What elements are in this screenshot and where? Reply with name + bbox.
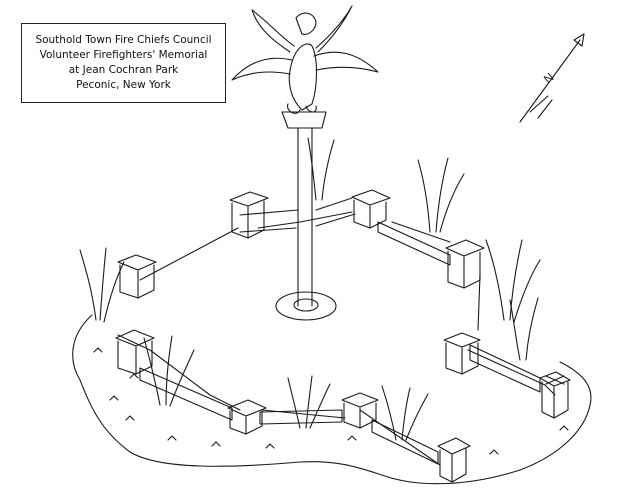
wall-southwest — [139, 367, 233, 421]
shrub-marks — [93, 347, 569, 455]
flagpole — [297, 127, 313, 307]
grass-clump — [509, 297, 539, 361]
grass-clump — [485, 239, 541, 323]
eagle-pedestal — [281, 111, 327, 129]
wall-northeast — [377, 221, 451, 266]
north-arrow-icon — [519, 33, 585, 123]
caption-line-2: Volunteer Firefighters' Memorial — [39, 49, 208, 61]
caption-line-3: at Jean Cochran Park — [68, 64, 179, 76]
grass-clump — [79, 247, 125, 323]
eagle-sculpture — [231, 5, 379, 114]
plaque-pedestal-w — [117, 254, 157, 299]
grass-clump — [287, 375, 331, 429]
grass-clump — [417, 157, 465, 233]
grass-clump — [307, 137, 335, 201]
caption-line-1: Southold Town Fire Chiefs Council — [35, 34, 212, 46]
planting-bed-outline — [72, 314, 592, 485]
grass-clump — [381, 385, 429, 441]
north-arrow-label: N — [541, 70, 557, 86]
plaque-pedestal-n — [351, 189, 391, 229]
plaque-pedestal-ne — [445, 239, 485, 289]
plaque-pedestal-sw — [115, 329, 155, 375]
wall-south — [259, 409, 343, 425]
caption-line-4: Peconic, New York — [76, 79, 171, 91]
grass-clump — [143, 335, 195, 407]
walkway-east — [315, 197, 356, 227]
plaza-outline — [117, 211, 556, 466]
plaque-pedestal-se — [341, 392, 379, 429]
flagpole-base-inner — [293, 298, 319, 312]
caption-box: Southold Town Fire Chiefs Council Volunt… — [21, 23, 226, 103]
wall-east — [469, 344, 541, 393]
plaque-pedestal-s — [227, 399, 267, 435]
flagpole-base-ring — [275, 291, 337, 321]
corner-pillar-east — [539, 371, 571, 419]
wall-southeast — [371, 419, 439, 465]
corner-pillar-south — [437, 437, 471, 483]
plaque-pedestal-nw — [229, 191, 269, 239]
plaque-pedestal-e — [443, 332, 481, 375]
walkway-west — [239, 209, 299, 233]
